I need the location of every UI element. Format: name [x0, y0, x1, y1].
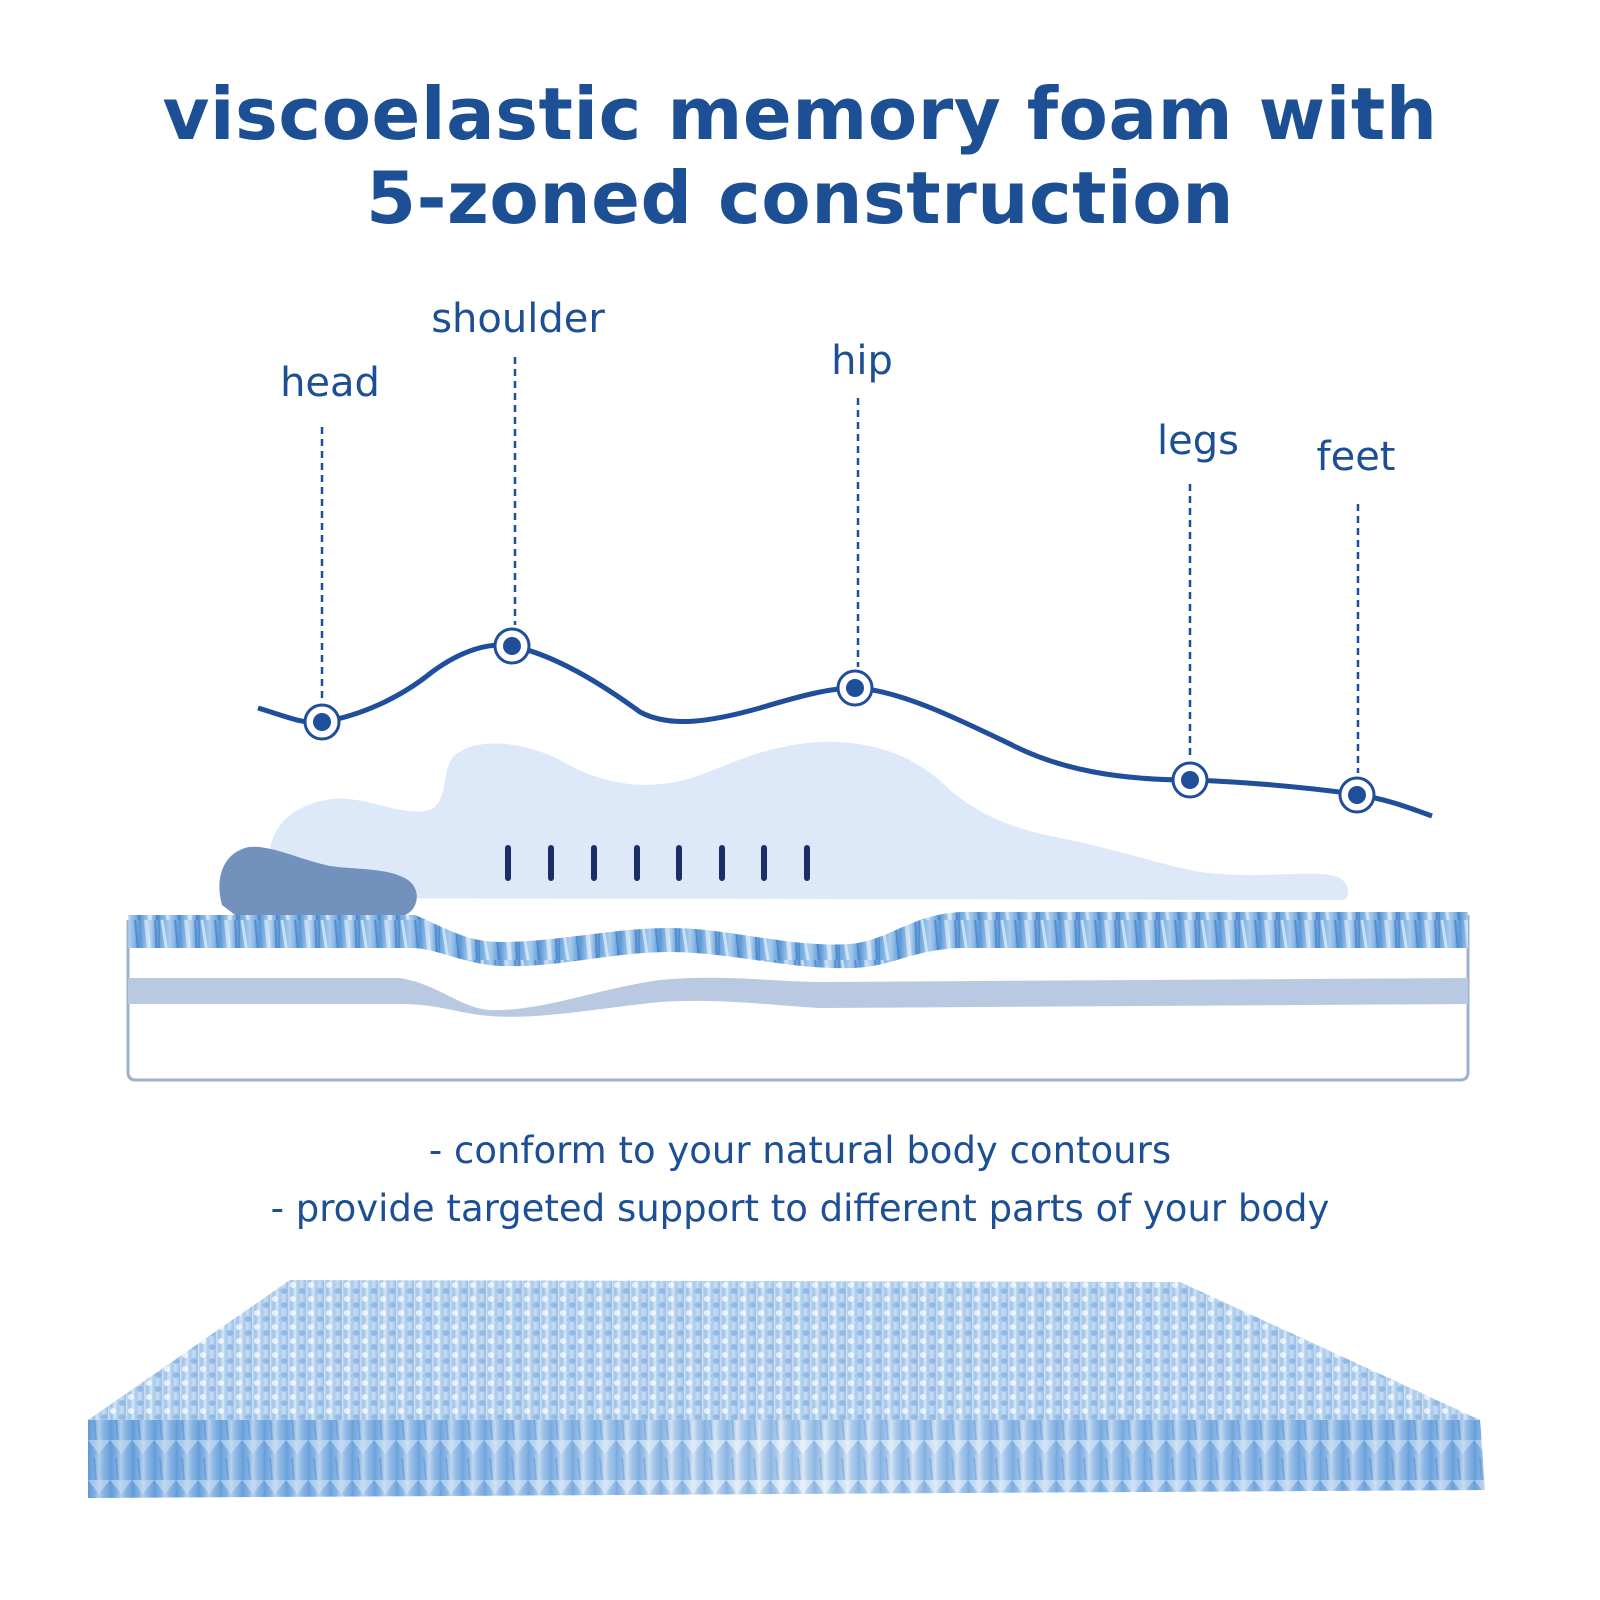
feature-item: - provide targeted support to different …: [270, 1187, 1330, 1230]
title-line-1: viscoelastic memory foam with: [162, 72, 1438, 156]
feature-list: - conform to your natural body contours …: [0, 1122, 1600, 1238]
marker-dot-feet: [1348, 786, 1366, 804]
topper-front-shade: [88, 1420, 1485, 1498]
zone-hip: hip: [831, 338, 893, 707]
pillow: [219, 846, 417, 915]
zone-head: head: [280, 360, 380, 741]
inner-support-layer: [128, 977, 1468, 1017]
zone-label-shoulder: shoulder: [431, 296, 605, 342]
feature-item: - conform to your natural body contours: [428, 1129, 1172, 1172]
marker-dot-shoulder: [503, 637, 521, 655]
foam-topper-photo: [88, 1280, 1485, 1498]
zone-legs: legs: [1157, 418, 1239, 799]
topper-top-surface: [88, 1280, 1480, 1420]
memory-foam-layer: [128, 912, 1468, 969]
mattress-cross-section: [126, 912, 1470, 1082]
zone-diagram: head shoulder hip legs feet: [126, 296, 1470, 1082]
marker-dot-head: [313, 713, 331, 731]
zone-label-legs: legs: [1157, 418, 1239, 464]
zone-label-head: head: [280, 360, 380, 406]
zone-label-feet: feet: [1317, 434, 1396, 480]
marker-dot-legs: [1181, 771, 1199, 789]
marker-dot-hip: [846, 679, 864, 697]
zone-shoulder: shoulder: [431, 296, 605, 665]
zone-feet: feet: [1317, 434, 1396, 814]
page-title: viscoelastic memory foam with 5-zoned co…: [0, 72, 1600, 240]
spine-marks: [505, 845, 810, 881]
support-curve: [257, 642, 1433, 819]
title-line-2: 5-zoned construction: [366, 156, 1234, 240]
body-silhouette: [268, 741, 1349, 900]
zone-label-hip: hip: [831, 338, 893, 384]
